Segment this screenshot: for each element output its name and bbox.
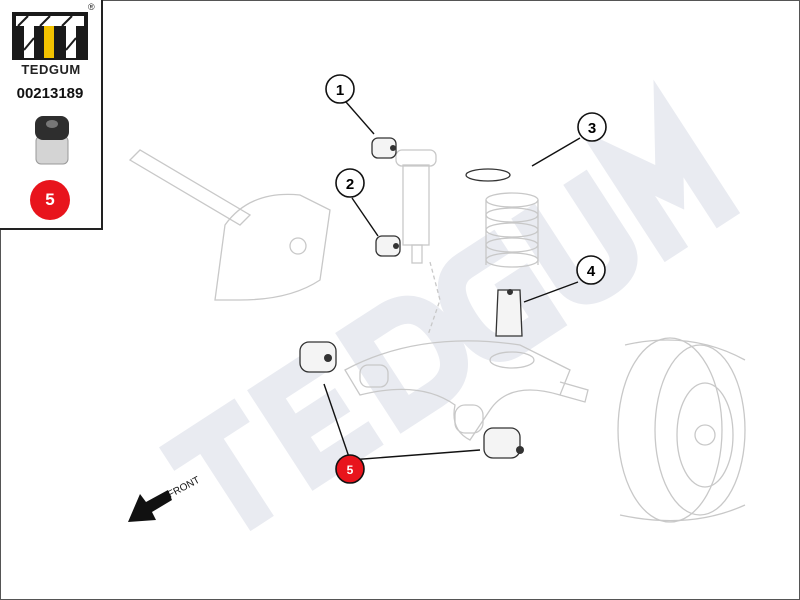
axle-housing [214,193,331,301]
bushing-5b [483,427,521,459]
axle-shaft [128,149,252,226]
watermark-graphic [159,79,741,532]
part-number: 00213189 [16,85,84,102]
wheel [617,337,746,523]
bushing-product-image [35,116,69,165]
callout-5-label: 5 [347,463,354,477]
control-arm [344,340,571,441]
front-label: FRONT [166,475,202,501]
brand-name: TEDGUM [21,62,81,77]
suspension-drawing [128,149,746,523]
tedgum-logo [12,12,88,60]
callout-2[interactable]: 2 [335,168,365,198]
parts [299,137,524,459]
callout-3-label: 3 [588,120,596,137]
callout-4[interactable]: 4 [576,255,606,285]
coil-spring [485,192,539,268]
position-badge: 5 [30,180,70,220]
callout-1[interactable]: 1 [325,74,355,104]
callout-2-label: 2 [346,176,354,193]
leader-lines [323,101,581,461]
spring-pad [465,168,511,182]
shock-absorber [402,164,430,246]
callout-1-label: 1 [336,82,344,99]
callout-5[interactable]: 5 [335,454,365,484]
part-info-panel: ® TEDGUM 00213189 5 [0,0,103,230]
bushing-5a [299,341,337,373]
front-arrow-icon [128,490,172,522]
callout-4-label: 4 [587,263,596,280]
bushing-2 [375,235,401,257]
registered-mark: ® [88,2,95,12]
bump-stop [495,289,523,337]
callout-3[interactable]: 3 [577,112,607,142]
